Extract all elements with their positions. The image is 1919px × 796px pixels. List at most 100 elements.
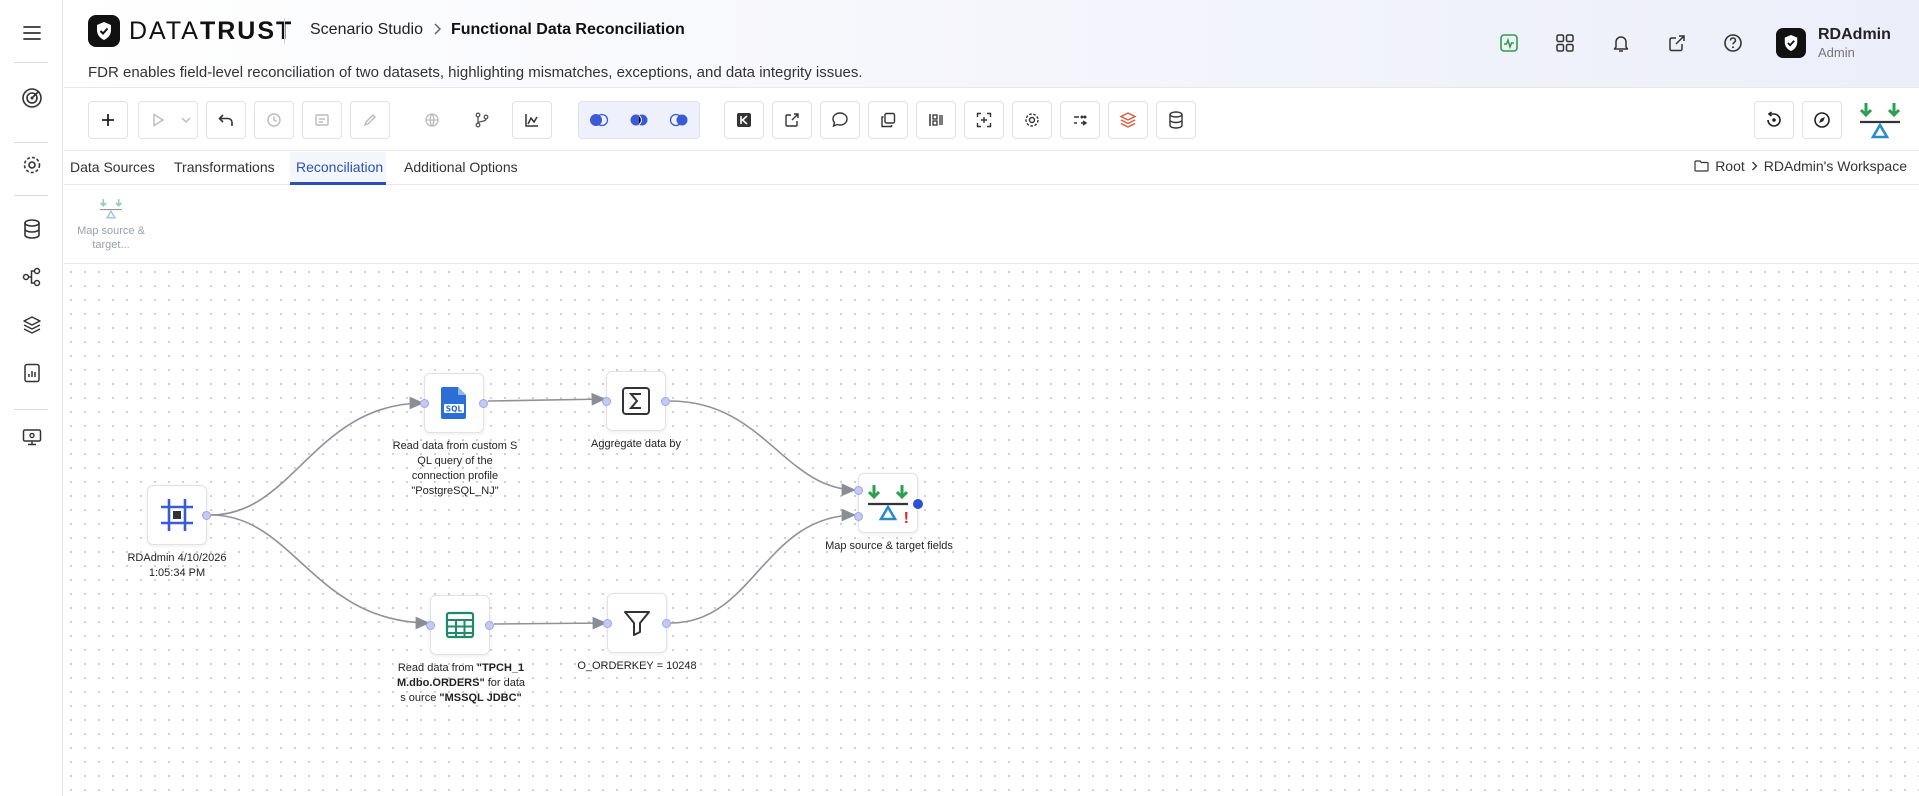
database-button[interactable] (1156, 101, 1196, 139)
user-menu[interactable]: RDAdmin Admin (1776, 26, 1891, 60)
edge-filter-to-map[interactable] (670, 508, 857, 624)
gear-icon[interactable] (0, 145, 63, 185)
copy-button[interactable] (868, 101, 908, 139)
left-join-icon[interactable] (579, 102, 619, 138)
start-node[interactable] (147, 485, 211, 545)
datatrust-logo[interactable]: DATATRUST (88, 15, 293, 47)
output-port[interactable] (479, 399, 488, 408)
input-port-target[interactable] (854, 512, 863, 521)
input-port[interactable] (420, 399, 429, 408)
run-button[interactable] (138, 101, 198, 139)
edges-layer (210, 392, 857, 630)
user-role: Admin (1818, 45, 1855, 60)
database-icon[interactable] (0, 209, 63, 249)
filter-node[interactable] (603, 593, 671, 653)
activity-icon[interactable] (1496, 30, 1522, 56)
map-fields-node[interactable]: ! (854, 473, 923, 533)
logo-text: DATATRUST (129, 16, 294, 45)
comment-button[interactable] (820, 101, 860, 139)
input-port[interactable] (603, 619, 612, 628)
tab-data-sources[interactable]: Data Sources (70, 159, 155, 175)
path-root[interactable]: Root (1715, 158, 1745, 174)
monitor-settings-icon[interactable] (0, 417, 63, 457)
right-join-icon[interactable] (659, 102, 699, 138)
kibana-button[interactable] (724, 101, 764, 139)
restore-button[interactable] (1754, 101, 1794, 139)
target-icon[interactable] (0, 78, 63, 118)
workflow-icon[interactable] (0, 257, 63, 297)
transform-button[interactable] (1060, 101, 1100, 139)
report-icon[interactable] (0, 353, 63, 393)
compass-button[interactable] (1802, 101, 1842, 139)
undo-button[interactable] (206, 101, 246, 139)
history-button[interactable] (254, 101, 294, 139)
output-port[interactable] (485, 621, 494, 630)
help-icon[interactable] (1720, 30, 1746, 56)
chevron-right-icon (433, 22, 442, 38)
output-port[interactable] (913, 499, 923, 509)
globe-button[interactable] (412, 101, 452, 139)
page-title: Functional Data Reconciliation (450, 21, 685, 38)
input-port[interactable] (602, 397, 611, 406)
rail-divider (14, 195, 48, 196)
alert-icon: ! (903, 510, 909, 527)
menu-icon[interactable] (0, 13, 63, 53)
header: DATATRUST Scenario Studio Functional Dat… (64, 0, 1919, 88)
rail-divider (14, 62, 48, 63)
tab-reconciliation[interactable]: Reconciliation (290, 152, 386, 185)
sql-file-icon: SQL (441, 387, 466, 419)
node-label: RDAdmin 4/10/2026 1:05:34 PM (127, 552, 227, 579)
edge-table-to-filter[interactable] (493, 616, 608, 630)
output-port[interactable] (202, 511, 211, 520)
edge-start-to-sql[interactable] (210, 396, 425, 516)
header-actions (1720, 30, 1746, 56)
breadcrumb-scenario-studio[interactable]: Scenario Studio (310, 21, 423, 38)
chevron-down-icon[interactable] (181, 116, 191, 124)
input-port[interactable] (426, 621, 435, 630)
reconcile-icon (867, 485, 909, 521)
node-palette: Map source & target... (64, 186, 1919, 264)
tab-bar: Data Sources Transformations Reconciliat… (64, 152, 1919, 185)
edge-start-to-table[interactable] (210, 514, 431, 630)
chart-line-button[interactable] (512, 101, 552, 139)
palette-map-fields[interactable]: Map source & target... (76, 198, 146, 252)
node-label: Read data from "TPCH_1 M.dbo.ORDERS" for… (396, 662, 526, 704)
align-button[interactable] (916, 101, 956, 139)
layers-icon[interactable] (0, 305, 63, 345)
table-source-node[interactable] (426, 595, 494, 655)
add-button[interactable] (88, 101, 128, 139)
sql-source-node[interactable]: SQL (420, 373, 488, 433)
input-port-source[interactable] (854, 486, 863, 495)
workflow-canvas[interactable]: RDAdmin 4/10/2026 1:05:34 PM SQL Read da… (64, 265, 1919, 796)
branch-button[interactable] (462, 101, 502, 139)
reconcile-icon[interactable] (1858, 99, 1902, 143)
external-link-icon[interactable] (1664, 30, 1690, 56)
validate-button[interactable] (302, 101, 342, 139)
export-button[interactable] (772, 101, 812, 139)
apps-grid-icon[interactable] (1552, 30, 1578, 56)
tab-additional-options[interactable]: Additional Options (404, 159, 518, 175)
edge-sql-to-aggregate[interactable] (487, 392, 607, 406)
reconcile-icon (99, 199, 123, 219)
settings-button[interactable] (1012, 101, 1052, 139)
edit-button[interactable] (350, 101, 390, 139)
fit-view-button[interactable] (964, 101, 1004, 139)
bell-icon[interactable] (1608, 30, 1634, 56)
node-label: O_ORDERKEY = 10248 (577, 660, 697, 672)
aggregate-node[interactable] (602, 371, 670, 431)
node-label: Read data from custom S QL query of the … (392, 440, 518, 497)
user-name: RDAdmin (1818, 26, 1891, 43)
path-workspace[interactable]: RDAdmin's Workspace (1763, 158, 1907, 174)
tab-transformations[interactable]: Transformations (174, 159, 275, 175)
left-rail (0, 0, 63, 796)
output-port[interactable] (661, 397, 670, 406)
header-divider (284, 18, 285, 44)
stack-button[interactable] (1108, 101, 1148, 139)
node-label: Map source & target fields (825, 540, 953, 552)
output-port[interactable] (662, 619, 671, 628)
toolbar (64, 89, 1919, 151)
header-actions (1664, 30, 1690, 56)
inner-join-icon[interactable] (619, 102, 659, 138)
edge-aggregate-to-map[interactable] (669, 400, 857, 497)
header-actions (1496, 30, 1522, 56)
